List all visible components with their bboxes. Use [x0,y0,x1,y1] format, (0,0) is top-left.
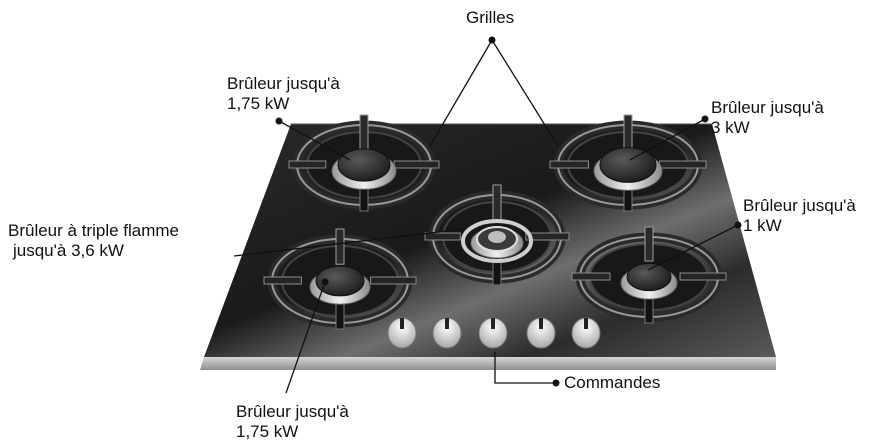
label-grilles-text: Grilles [466,8,515,27]
label-front-right-burner: Brûleur jusqu'à 1 kW [743,196,856,236]
burner-front-right [571,226,727,324]
label-front-left-line2: 1,75 kW [236,422,299,441]
label-triple-flame-line1: Brûleur à triple flamme [8,221,180,240]
grille-finger [288,160,327,169]
leader-controls [494,352,553,384]
grille-finger [549,160,589,169]
burner-cap [626,262,672,292]
label-triple-flame-line2: jusqu'à 3,6 kW [13,241,124,260]
leader-front-right [647,224,739,271]
dot-grilles [488,36,496,44]
label-front-left-line1: Brûleur jusqu'à [236,402,349,421]
grille-finger [424,232,461,241]
leader-grilles-left [429,39,493,147]
burner-cap [315,265,365,297]
label-rear-left-line2: 1,75 kW [227,94,290,113]
grille-finger [335,228,345,265]
leader-triple-flame [233,228,466,257]
leader-lines [233,39,739,394]
grille-finger [571,272,611,281]
label-controls: Commandes [564,373,660,393]
grille-finger [525,232,570,241]
triple-flame-ring [461,219,533,263]
label-rear-right-line2: 3 kW [711,118,750,137]
label-grilles: Grilles [466,8,514,28]
grille-finger [623,114,633,150]
label-rear-left-burner: Brûleur jusqu'à 1,75 kW [227,74,340,114]
burner-cap [337,148,391,182]
label-rear-left-line1: Brûleur jusqu'à [227,74,340,93]
grille-finger [679,272,727,281]
label-front-left-burner: Brûleur jusqu'à 1,75 kW [236,402,349,442]
burner-rear-right [549,114,707,212]
dot-rear-right [701,115,709,123]
control-knob-4[interactable] [526,317,556,349]
label-controls-text: Commandes [564,373,661,392]
leader-rear-right [629,118,706,161]
burner-cap [599,147,657,183]
dot-controls [552,379,560,387]
burner-group [263,114,727,330]
grille-finger [644,226,654,262]
burner-triple-flame [424,184,570,286]
leader-dots [275,36,742,387]
grille-finger [359,114,369,150]
control-knob-1[interactable] [387,317,417,349]
dot-front-left [321,278,329,286]
control-knob-3[interactable] [478,317,508,349]
leader-rear-left [278,120,351,161]
label-front-right-line2: 1 kW [743,216,782,235]
control-knobs [387,317,601,349]
grille-finger [393,160,440,169]
leader-grilles-right [491,39,559,147]
control-knob-5[interactable] [571,317,601,349]
burner-cap-center [488,231,506,243]
grille-finger [263,276,302,285]
burner-front-left [263,228,417,330]
grille-finger [492,184,502,221]
dot-rear-left [275,117,283,125]
leader-front-left [285,281,326,394]
control-knob-2[interactable] [432,317,462,349]
label-rear-right-line1: Brûleur jusqu'à [711,98,824,117]
burner-rear-left [288,114,440,212]
label-triple-flame-burner: Brûleur à triple flamme jusqu'à 3,6 kW [8,221,179,261]
dot-front-right [734,221,742,229]
label-rear-right-burner: Brûleur jusqu'à 3 kW [711,98,824,138]
grille-finger [659,160,707,169]
grille-finger [370,276,417,285]
label-front-right-line1: Brûleur jusqu'à [743,196,856,215]
